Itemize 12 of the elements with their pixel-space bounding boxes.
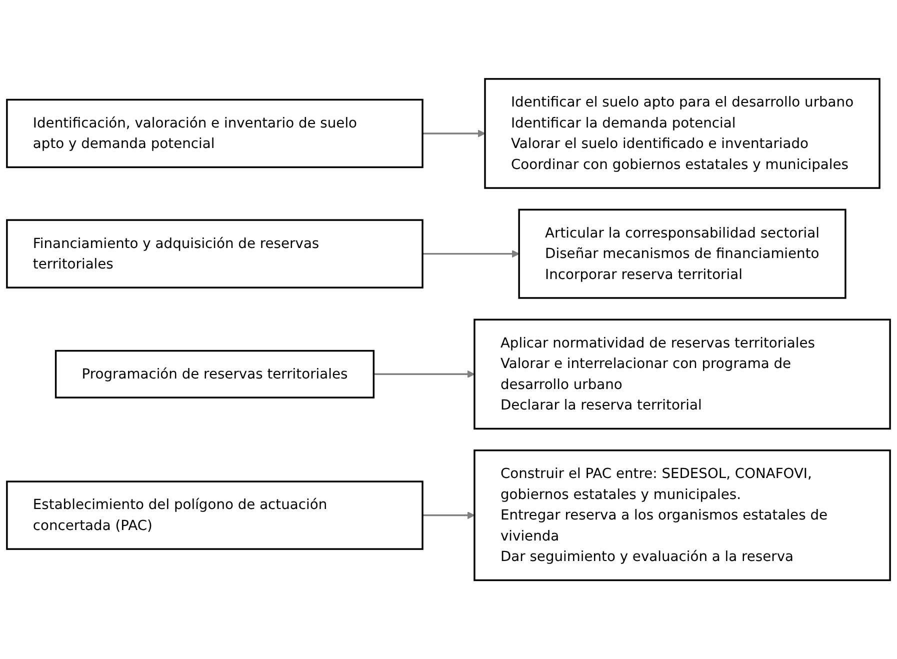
node-box: Articular la corresponsabilidad sectorial Diseñar mecanismos de financiamiento Incorporar reserva territorial — [518, 208, 846, 299]
arrow — [374, 370, 475, 378]
arrow — [422, 250, 520, 258]
node-box: Identificación, valoración e inventario de suelo apto y demanda potencial — [6, 98, 424, 168]
node-box: Establecimiento del polígono de actuación concertada (PAC) — [6, 480, 424, 550]
node-box: Programación de reservas territoriales — [54, 350, 375, 398]
node-box: Aplicar normatividad de reservas territoriales Valorar e interrelacionar con programa de desarrollo urbano Declarar la reserva territorial — [474, 318, 891, 430]
node-box: Construir el PAC entre: SEDESOL, CONAFOVI, gobiernos estatales y municipales. Entregar reserva a los organismos estatales de vivienda Dar seguimiento y evaluación a la reserva — [474, 449, 891, 582]
arrow — [422, 130, 486, 138]
node-box: Identificar el suelo apto para el desarrollo urbano Identificar la demanda potencial Valorar el suelo identificado e inventariado Coordinar con gobiernos estatales y municipales — [484, 78, 880, 189]
node-box: Financiamiento y adquisición de reservas territoriales — [6, 219, 424, 288]
arrow — [422, 511, 475, 520]
